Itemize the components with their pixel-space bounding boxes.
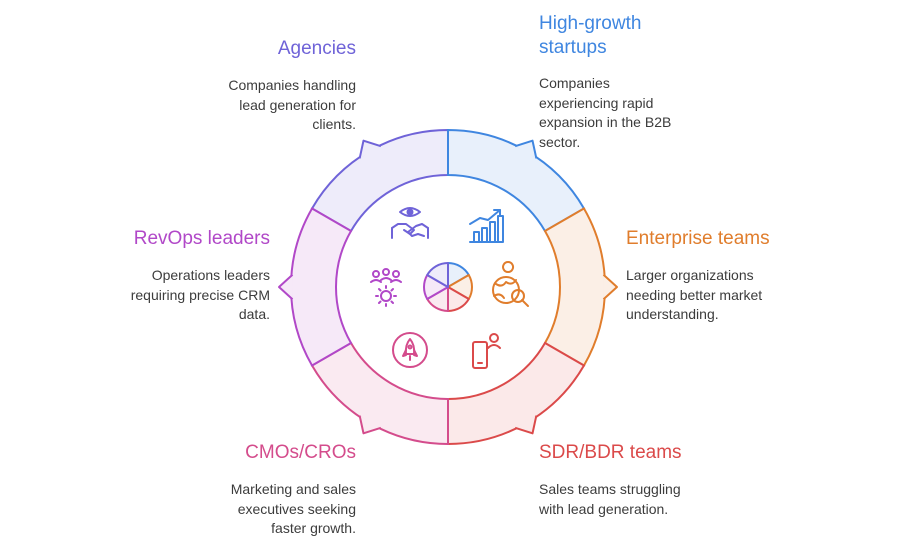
ring-pointer-sdr [514, 415, 538, 435]
segment-title-enterprise: Enterprise teams [626, 228, 770, 249]
ring-pointer-enterprise [602, 274, 618, 300]
segment-description-revops: Operations leaders requiring precise CRM… [130, 267, 270, 322]
segment-description-cmos: Marketing and sales executives seeking f… [230, 481, 356, 536]
segment-description-agencies: Companies handling lead generation for c… [228, 77, 356, 132]
handshake-eye-icon [391, 207, 429, 239]
segment-description-enterprise: Larger organizations needing better mark… [626, 267, 763, 322]
ring-segment-revops [290, 207, 353, 367]
segment-description-sdr: Sales teams struggling with lead generat… [539, 481, 681, 517]
ring-segment-enterprise [543, 207, 606, 367]
rocket-icon [392, 332, 428, 368]
globe-search-icon [492, 261, 529, 307]
ring-pointer-cmos [358, 415, 382, 435]
segment-title-revops: RevOps leaders [133, 228, 270, 249]
segment-title-startups: High-growth startups [539, 13, 642, 58]
pie-chart-icon [423, 262, 473, 312]
segment-description-startups: Companies experiencing rapid expansion i… [539, 75, 672, 150]
segment-title-agencies: Agencies [277, 38, 356, 59]
ring-pointer-agencies [358, 139, 382, 159]
ring-pointer-startups [514, 139, 538, 159]
ring-pointer-revops [278, 274, 294, 300]
team-gear-icon [370, 268, 402, 307]
pie-wedge-agencies [426, 262, 449, 288]
segment-title-cmos: CMOs/CROs [245, 442, 356, 463]
segment-title-sdr: SDR/BDR teams [539, 442, 682, 463]
mobile-user-icon [472, 333, 501, 369]
growth-chart-icon [469, 209, 504, 243]
